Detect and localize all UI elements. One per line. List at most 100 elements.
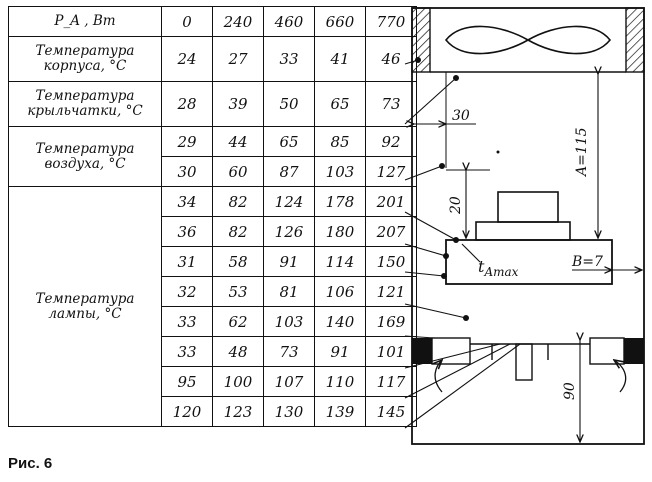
t-amax-label: tAmax — [478, 257, 519, 279]
vent-left — [431, 337, 471, 365]
cell: 106 — [314, 276, 366, 307]
airflow-arrow-icon — [614, 360, 627, 393]
cell: 121 — [365, 276, 417, 307]
socket-base — [475, 221, 571, 241]
leader-line — [404, 303, 467, 319]
table-row: 36 82 126 180 207 — [9, 216, 417, 247]
cell: 130 — [263, 396, 315, 427]
cell: 46 — [365, 36, 417, 82]
cell: 201 — [365, 186, 417, 217]
cell: 29 — [161, 126, 213, 157]
label-line: лампы, °С — [48, 305, 122, 322]
label-line: Температура — [35, 140, 135, 157]
cell: 27 — [212, 36, 264, 82]
leader-line — [404, 343, 501, 369]
cell: 178 — [314, 186, 366, 217]
cell: 114 — [314, 246, 366, 277]
table-header-row: P_A , Вт 0 240 460 660 770 — [8, 6, 417, 37]
cell: 48 — [212, 336, 264, 367]
dimension-20-label: 20 — [448, 196, 464, 215]
leader-line — [404, 77, 457, 125]
leader-line — [404, 343, 511, 399]
table-row: Температура крыльчатки, °С 28 39 50 65 7… — [8, 81, 417, 127]
fan-impeller-icon — [444, 25, 612, 55]
point-air-2 — [496, 150, 500, 154]
cell: 53 — [212, 276, 264, 307]
dimension-30-label: 30 — [452, 108, 470, 124]
label-line: Температура — [35, 290, 135, 307]
cell: 207 — [365, 216, 417, 247]
cell: 65 — [314, 81, 366, 127]
cell: 117 — [365, 366, 417, 397]
table-row: 32 53 81 106 121 — [9, 276, 417, 307]
power-header-label: P_A , Вт — [8, 6, 162, 37]
cell: 24 — [161, 36, 213, 82]
label-line: крыльчатки, °С — [27, 103, 143, 119]
table-row: Температура воздуха, °С 29 44 65 85 92 — [8, 126, 417, 187]
leader-line — [404, 335, 435, 339]
header-cell: 660 — [314, 6, 366, 37]
t-amax-t: t — [478, 257, 485, 276]
airflow-arrow-icon — [435, 360, 442, 393]
cell: 100 — [212, 366, 264, 397]
cell: 120 — [161, 396, 213, 427]
cell: 65 — [263, 126, 315, 157]
cell: 73 — [263, 336, 315, 367]
cell: 145 — [365, 396, 417, 427]
cell: 85 — [314, 126, 366, 157]
leader-line — [404, 243, 447, 257]
label-line: корпуса, °С — [43, 58, 127, 74]
dimension-b-label: B=7 — [571, 254, 603, 270]
housing-temp-label: Температура корпуса, °С — [8, 36, 162, 82]
cell: 73 — [365, 81, 417, 127]
table-row: 120 123 130 139 145 — [9, 396, 417, 427]
cell: 140 — [314, 306, 366, 337]
cell: 36 — [161, 216, 213, 247]
label-line: Температура — [35, 43, 135, 59]
fan-housing-right — [625, 7, 645, 73]
cell: 169 — [365, 306, 417, 337]
cell: 28 — [161, 81, 213, 127]
cell: 127 — [365, 156, 417, 187]
figure-caption: Рис. 6 — [8, 455, 53, 472]
label-line: воздуха, °С — [44, 155, 126, 172]
air-temp-label: Температура воздуха, °С — [8, 126, 162, 187]
cell: 91 — [263, 246, 315, 277]
t-amax-subscript: Amax — [483, 265, 518, 279]
measurement-table: P_A , Вт 0 240 460 660 770 Температура к… — [8, 6, 417, 427]
lamp-leg — [515, 343, 533, 381]
leader-lines — [404, 59, 521, 429]
cell: 39 — [212, 81, 264, 127]
power-header-text: P_A , Вт — [54, 13, 116, 29]
cell: 124 — [263, 186, 315, 217]
cell: 101 — [365, 336, 417, 367]
fan-housing-left — [411, 7, 431, 73]
header-cell: 770 — [365, 6, 417, 37]
cell: 81 — [263, 276, 315, 307]
cell: 126 — [263, 216, 315, 247]
cell: 87 — [263, 156, 315, 187]
vent-right — [589, 337, 625, 365]
leader-line — [404, 271, 445, 277]
header-cell: 0 — [161, 6, 213, 37]
measurement-points — [415, 57, 500, 321]
leader-line — [404, 59, 419, 65]
lamp-body — [445, 239, 613, 285]
cell: 32 — [161, 276, 213, 307]
cell: 103 — [314, 156, 366, 187]
cell: 44 — [212, 126, 264, 157]
vent-left-block — [412, 338, 432, 364]
cell: 33 — [263, 36, 315, 82]
impeller-temp-label: Температура крыльчатки, °С — [8, 81, 162, 127]
leader-line — [404, 211, 457, 241]
cell: 50 — [263, 81, 315, 127]
cell: 107 — [263, 366, 315, 397]
vent-right-block — [624, 338, 644, 364]
table-row: Температура корпуса, °С 24 27 33 41 46 — [8, 36, 417, 82]
table-row: Температура лампы, °С 34 82 124 178 201 — [8, 186, 417, 427]
leader-line — [404, 165, 443, 181]
leader-line — [404, 343, 521, 429]
cell: 95 — [161, 366, 213, 397]
